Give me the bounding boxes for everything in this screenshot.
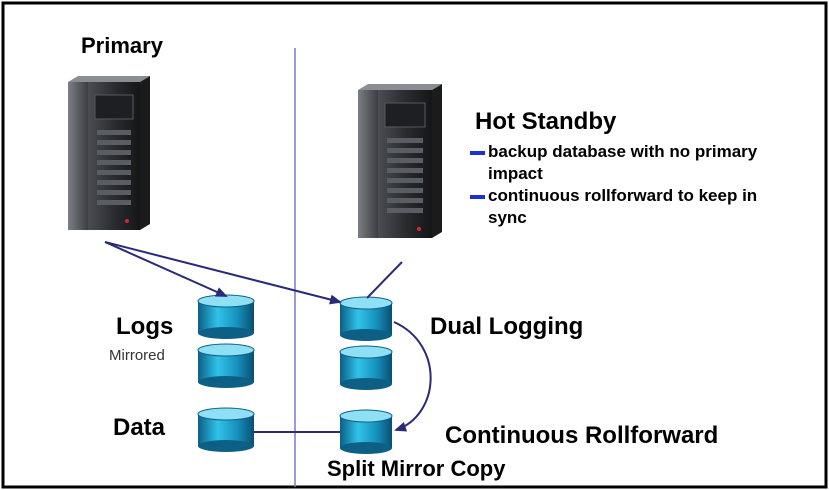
line-standby-to-dual-logging	[366, 261, 403, 299]
primary-label: Primary	[81, 33, 163, 58]
arrow-primary-to-logs	[104, 241, 228, 297]
disk-dual-1-icon	[339, 296, 393, 341]
disk-dual-2-icon	[339, 345, 393, 390]
dash-icon	[470, 195, 485, 199]
split-mirror-copy-label: Split Mirror Copy	[327, 456, 506, 481]
dash-icon	[470, 151, 485, 155]
bullet-item: continuous rollforward to keep in sync	[470, 185, 800, 229]
bullet-text: backup database with no primary impact	[488, 142, 758, 183]
data-label: Data	[113, 414, 166, 441]
disk-logs-2-icon	[197, 343, 255, 388]
hot-standby-bullets: backup database with no primary impact c…	[470, 141, 800, 229]
primary-server-icon	[68, 76, 150, 230]
bullet-text: continuous rollforward to keep in sync	[488, 186, 758, 227]
dual-logging-label: Dual Logging	[430, 313, 584, 340]
disk-split-icon	[339, 409, 393, 454]
bullet-item: backup database with no primary impact	[470, 141, 800, 185]
logs-label: Logs	[116, 313, 174, 340]
disk-data-icon	[197, 407, 255, 452]
continuous-rollforward-label: Continuous Rollforward	[445, 422, 719, 449]
mirrored-label: Mirrored	[109, 347, 165, 364]
hot-standby-label: Hot Standby	[475, 108, 617, 135]
disk-logs-1-icon	[197, 294, 255, 339]
arrow-rollforward	[393, 321, 432, 432]
arrow-primary-to-dual-logging	[104, 241, 342, 305]
standby-server-icon	[358, 84, 442, 238]
